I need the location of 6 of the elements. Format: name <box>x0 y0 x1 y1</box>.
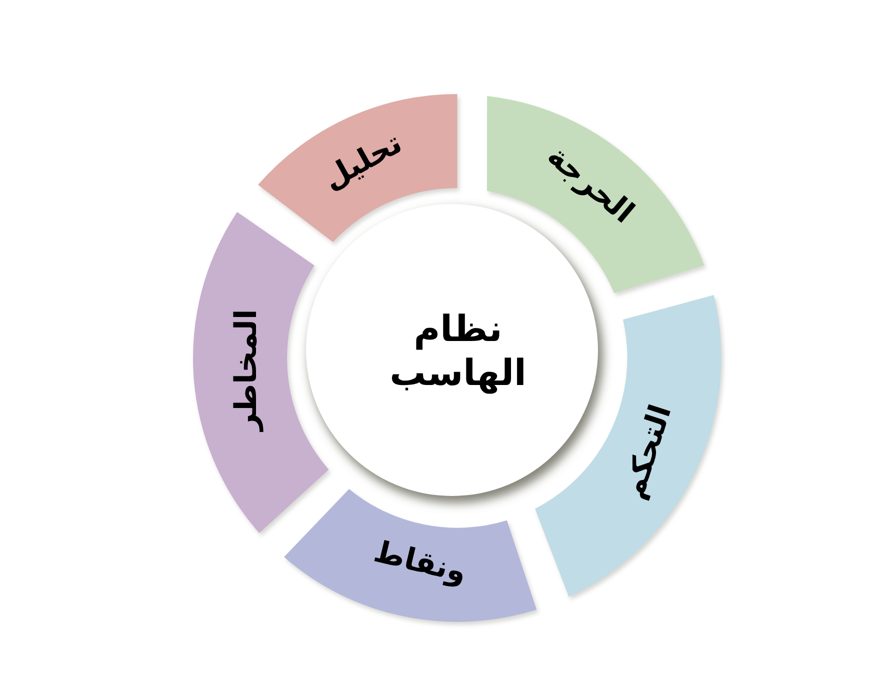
label: ونقاط <box>370 535 470 591</box>
label: نظام الهاسب <box>390 308 526 396</box>
label: الحرجة <box>540 139 640 231</box>
label: المخاطر <box>230 309 264 431</box>
label: التحكم <box>616 400 680 504</box>
label: تحليل <box>318 126 408 198</box>
